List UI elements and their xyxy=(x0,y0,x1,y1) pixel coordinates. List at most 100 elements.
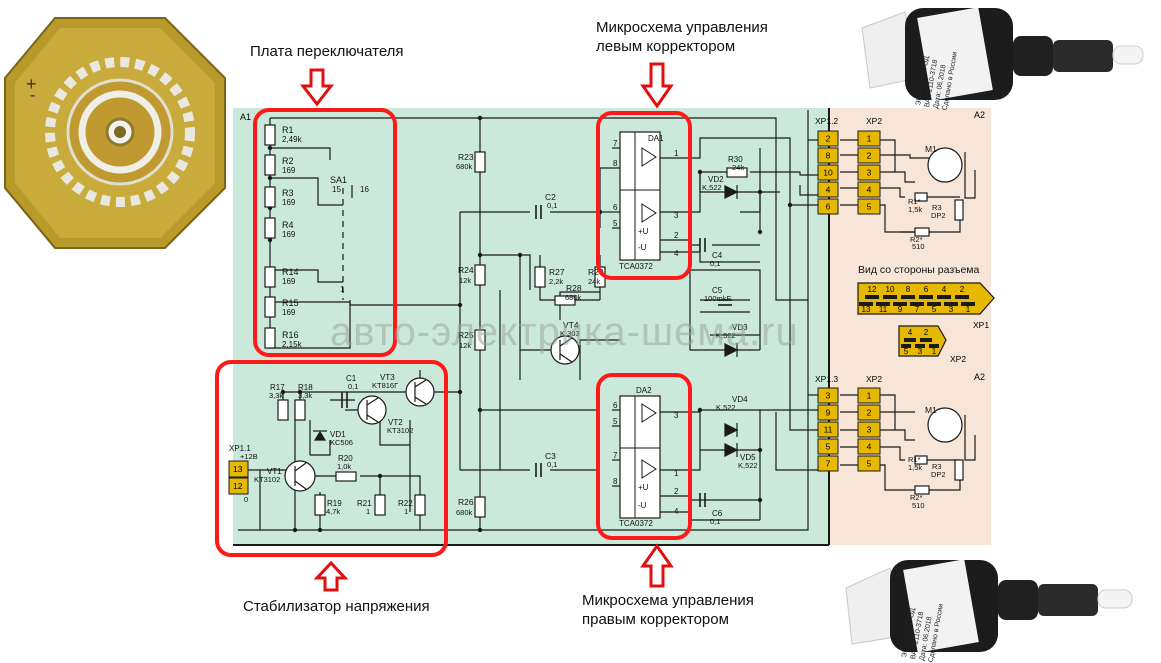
c6-ref: C6 xyxy=(712,509,723,518)
xp1-face-top-contact-2 xyxy=(955,295,969,299)
r1star-bottom-val: 1,5k xyxy=(908,463,922,472)
diode-vd1 xyxy=(313,430,327,441)
r25-ref: R25 xyxy=(458,330,474,340)
cbot-right-pin-2: 2 xyxy=(867,407,872,417)
resistor-r27 xyxy=(534,266,546,288)
resistor-r21 xyxy=(374,494,386,516)
resistor-r15 xyxy=(264,296,276,318)
da1-pin-6: 6 xyxy=(613,203,618,212)
ctop-right-pin-5-box xyxy=(857,198,881,215)
da2-pin-3: 3 xyxy=(674,411,679,420)
xp2-view-label: XP2 xyxy=(950,354,966,364)
resistor-r16 xyxy=(264,327,276,349)
ground-zero-label: 0 xyxy=(244,495,248,504)
vd1-ref: VD1 xyxy=(330,430,346,439)
r28-ref: R28 xyxy=(566,283,582,293)
xp1-face-bottom-contact-7 xyxy=(910,302,924,306)
transistor-vt2 xyxy=(357,395,387,425)
vd2-ref: VD2 xyxy=(708,175,724,184)
diode-vd4 xyxy=(724,423,739,437)
ctop-left-pin-8: 8 xyxy=(826,150,831,160)
switch-board-photo: + - xyxy=(0,0,232,255)
connector-view-label: Вид со стороны разъема xyxy=(858,264,980,276)
resistor-r25 xyxy=(474,329,486,351)
xp1-face-bottom-pin-1: 1 xyxy=(966,305,971,314)
r18-ref: R18 xyxy=(298,383,313,392)
r3-val: 169 xyxy=(282,198,296,207)
r19-val: 4,7k xyxy=(326,507,340,516)
r26-ref: R26 xyxy=(458,497,474,507)
r3-bottom-ref: R3 xyxy=(932,462,942,471)
highlight-stabilizer xyxy=(215,360,448,557)
resistor-r1 xyxy=(264,124,276,146)
da2-ref: DA2 xyxy=(636,386,652,395)
xp1-face-bottom-pin-7: 7 xyxy=(915,305,920,314)
r23-ref: R23 xyxy=(458,152,474,162)
resistor-r18 xyxy=(294,399,306,421)
caption-switch-board: Плата переключателя xyxy=(250,43,404,60)
resistor-r28 xyxy=(554,295,576,306)
actuator-photo-bottom xyxy=(845,559,1133,653)
ctop-left-pin-4: 4 xyxy=(826,184,831,194)
vt2-ref: VT2 xyxy=(388,418,403,427)
xp2-face-top-contact-2 xyxy=(920,338,932,342)
xp2-face-top-contact-4 xyxy=(904,338,916,342)
r4-val: 169 xyxy=(282,230,296,239)
ctop-right-pin-3: 3 xyxy=(867,167,872,177)
r17-val: 3,3k xyxy=(269,391,283,400)
da1-ref: DA1 xyxy=(648,134,664,143)
m1-top-label: M1 xyxy=(925,144,937,154)
xp1-face-top-pin-4: 4 xyxy=(942,285,947,294)
highlight-left-chip xyxy=(596,111,692,280)
r1star-top-val: 1,5k xyxy=(908,205,922,214)
r2-ref: R2 xyxy=(282,156,294,166)
motor-m1-top xyxy=(927,147,963,183)
c2-val: 0,1 xyxy=(547,201,557,210)
xp1-face-bottom-pin-3: 3 xyxy=(949,305,954,314)
da2-pin-1: 1 xyxy=(674,469,679,478)
xp1-face-top-contact-4 xyxy=(937,295,951,299)
r28-val: 680k xyxy=(565,293,582,302)
da1-pin-7: 7 xyxy=(613,139,618,148)
diode-vd5 xyxy=(724,443,739,457)
vt3-ref: VT3 xyxy=(380,373,395,382)
resistor-r14 xyxy=(264,266,276,288)
c2-ref: C2 xyxy=(545,192,556,202)
c3-val: 0,1 xyxy=(547,460,557,469)
vd4-ref: VD4 xyxy=(732,395,748,404)
xp1-view-label: XP1 xyxy=(973,320,989,330)
cbot-left-pin-3: 3 xyxy=(826,390,831,400)
xp2-face-bottom-pin-1: 1 xyxy=(932,347,937,356)
vt3-val: KT816Г xyxy=(372,381,398,390)
xp1-face-bottom-contact-11 xyxy=(876,302,890,306)
vd3-ref: VD3 xyxy=(732,323,748,332)
ctop-left-pin-2: 2 xyxy=(826,133,831,143)
da2-pin-8: 8 xyxy=(613,477,618,486)
transistor-vt3 xyxy=(405,377,435,407)
c1-val: 0,1 xyxy=(348,382,358,391)
transistor-vt4 xyxy=(550,335,580,365)
resistor-r4 xyxy=(264,217,276,239)
resistor-r26 xyxy=(474,496,486,518)
r16-val: 2,15k xyxy=(282,340,303,349)
da1-pin-1: 1 xyxy=(674,149,679,158)
board-a1-background xyxy=(233,108,829,545)
r21-ref: R21 xyxy=(357,499,372,508)
xp11-pin-13: 13 xyxy=(233,464,243,474)
r1-ref: R1 xyxy=(282,125,294,135)
xp1-face-bottom-contact-3 xyxy=(944,302,958,306)
cbot-right-pin-4: 4 xyxy=(867,441,872,451)
r2star-top-val: 510 xyxy=(912,242,925,251)
r22-ref: R22 xyxy=(398,499,413,508)
board-a2-label-bottom: A2 xyxy=(974,372,985,382)
ctop-left-pin-8-box xyxy=(817,147,839,164)
r21-val: 1 xyxy=(366,507,370,516)
vd3-val: K,522 xyxy=(716,331,736,340)
da2-minus-u: -U xyxy=(638,501,647,510)
r17-ref: R17 xyxy=(270,383,285,392)
c1-ref: C1 xyxy=(346,374,357,383)
xp1-face-bottom-pin-13: 13 xyxy=(862,305,871,314)
xp1-face-bottom-contact-5 xyxy=(927,302,941,306)
